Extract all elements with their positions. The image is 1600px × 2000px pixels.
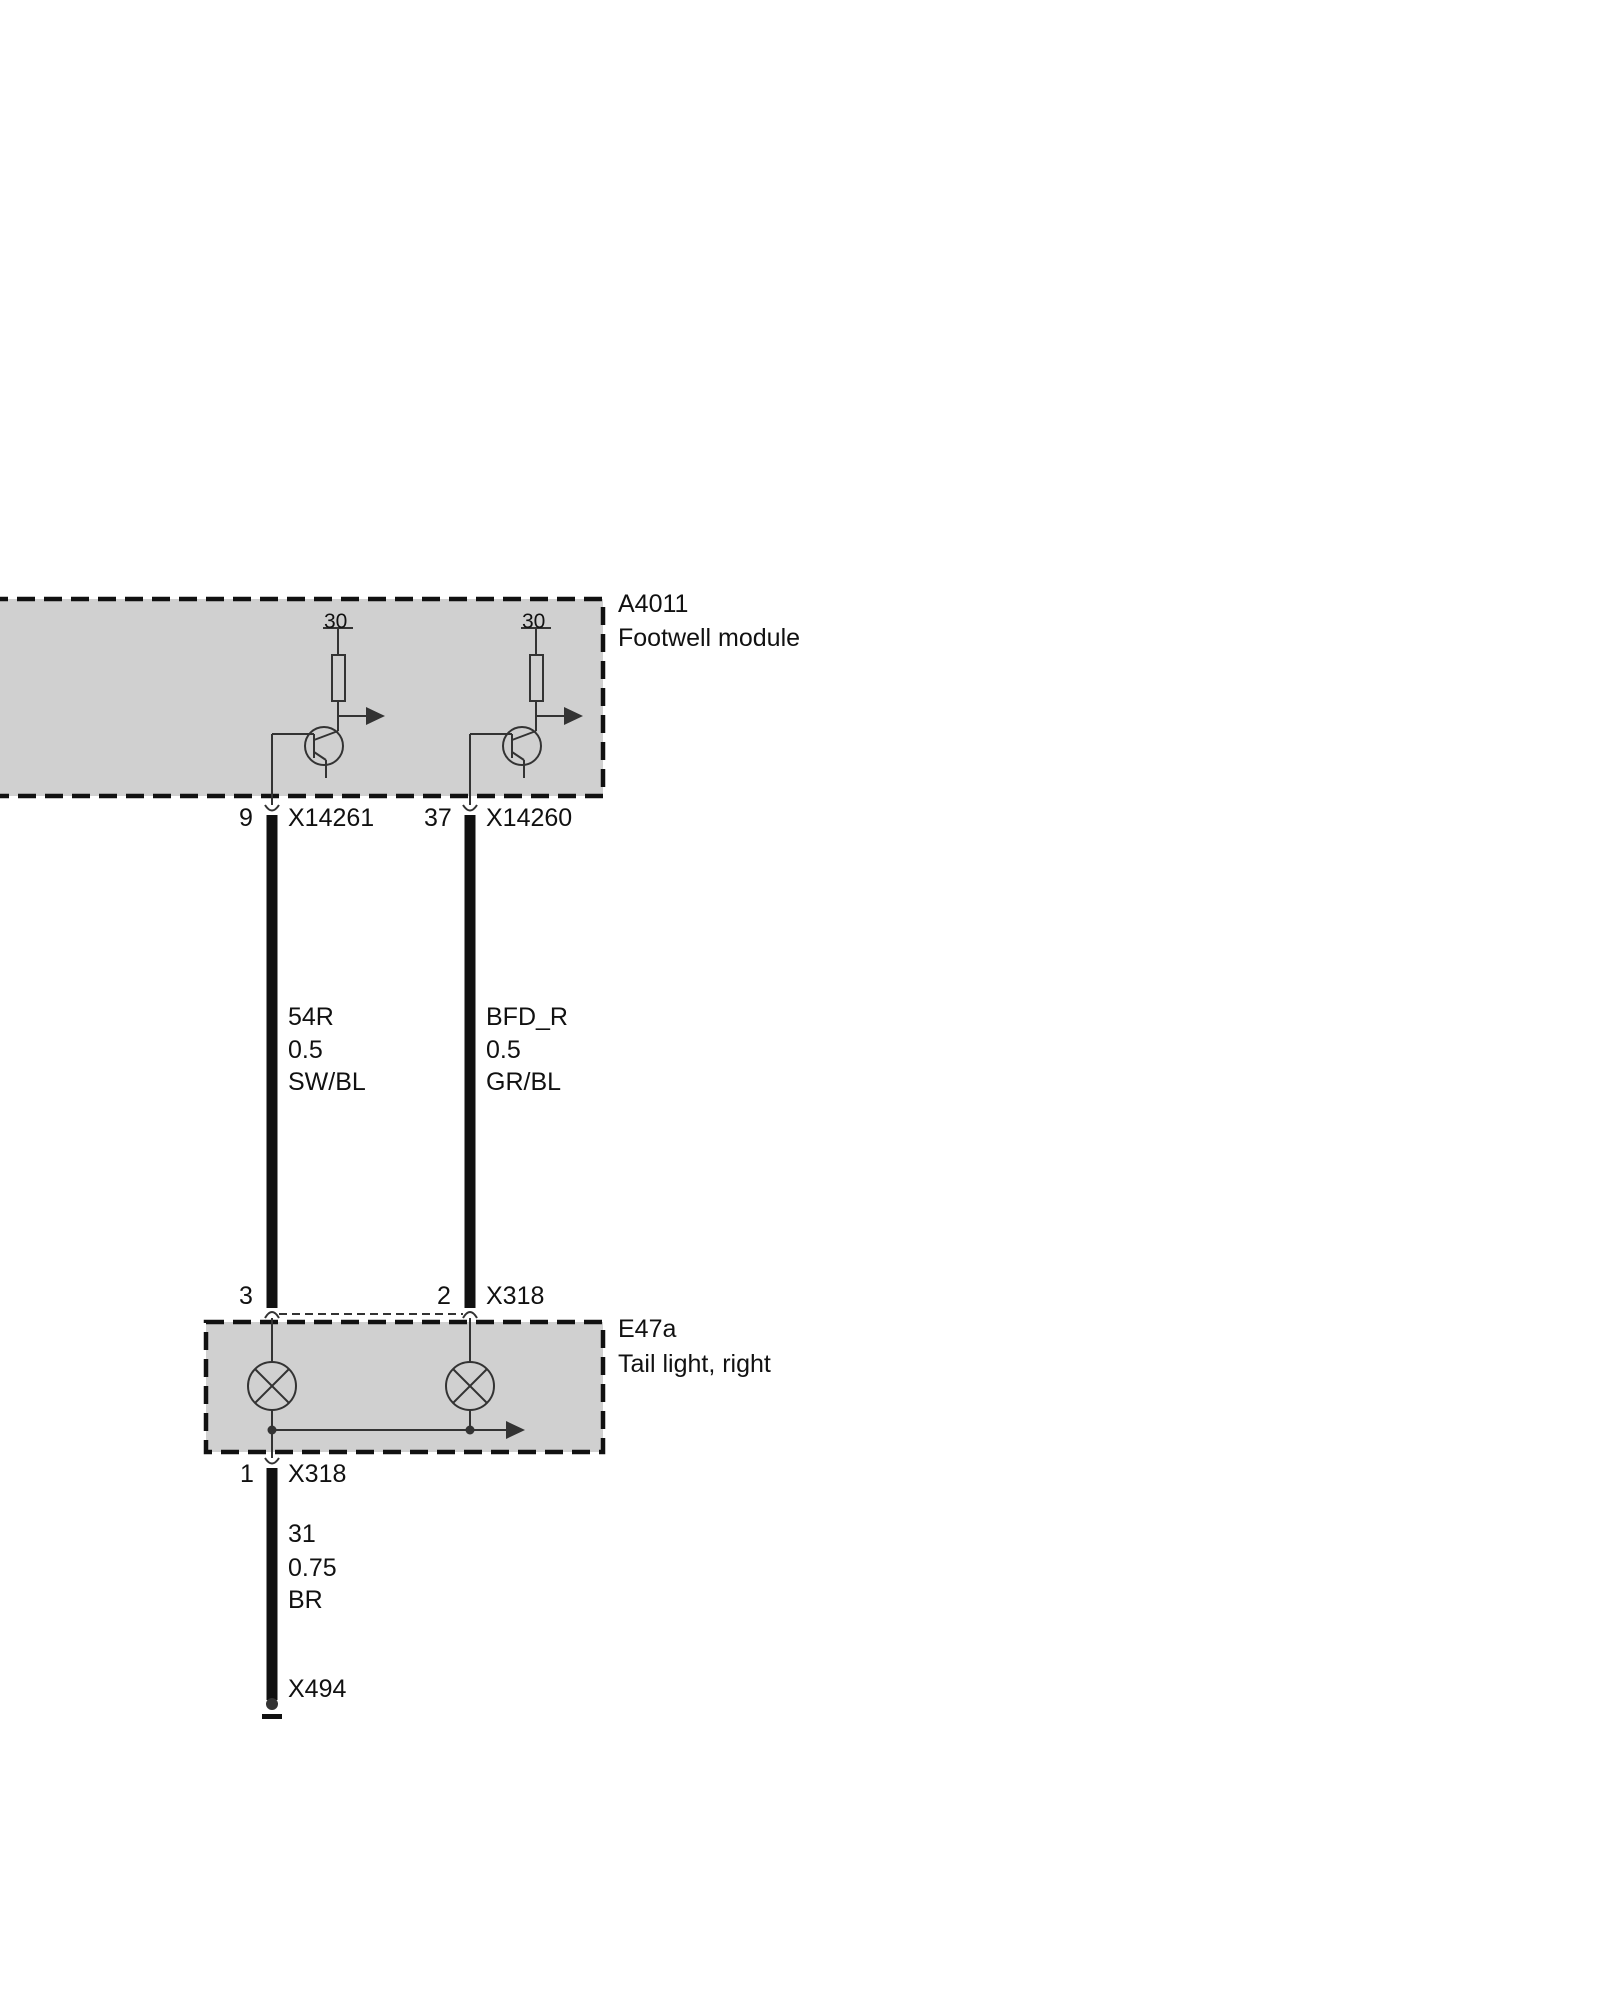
- pin-label-1: 1: [240, 1460, 254, 1488]
- pin-label-37: 37: [424, 804, 452, 832]
- wire-left-gauge: 0.5: [288, 1036, 323, 1064]
- ground-bus-arrow-icon: [506, 1421, 525, 1439]
- connector-hook-icon: [264, 1311, 280, 1319]
- ground-bar-icon: [262, 1714, 282, 1719]
- transistor-left-icon: [304, 726, 344, 766]
- tail-light-box: [203, 1319, 606, 1455]
- wire-ground-signal: 31: [288, 1520, 316, 1548]
- footwell-module-name: Footwell module: [618, 624, 800, 652]
- transistor-right-icon: [502, 726, 542, 766]
- transistor-emitter-left: [313, 751, 327, 761]
- wire-right-gauge: 0.5: [486, 1036, 521, 1064]
- ground-point: X494: [262, 1675, 346, 1719]
- tail-light-name: Tail light, right: [618, 1350, 771, 1378]
- footwell-driver-right: [469, 627, 583, 805]
- supply-label-right: 30: [522, 610, 545, 633]
- pin-label-2: 2: [437, 1282, 451, 1310]
- connector-label-x14260: X14260: [486, 804, 572, 832]
- pin-label-9: 9: [239, 804, 253, 832]
- connector-hook-icon: [264, 804, 280, 812]
- connector-hook-icon: [462, 1311, 478, 1319]
- wire-ground-gauge: 0.75: [288, 1554, 337, 1582]
- supply-label-left: 30: [324, 610, 347, 633]
- wire-left-color: SW/BL: [288, 1068, 366, 1096]
- transistor-collector-right: [511, 730, 537, 741]
- junction-dot: [267, 1425, 277, 1435]
- transistor-collector-left: [313, 730, 339, 741]
- footwell-driver-left: [271, 627, 385, 805]
- wire-ground-color: BR: [288, 1586, 323, 1614]
- pin-label-3: 3: [239, 1282, 253, 1310]
- lamp-right-cross-b: [452, 1368, 488, 1404]
- lamp-left-cross-b: [254, 1368, 290, 1404]
- tail-light-id: E47a: [618, 1315, 676, 1343]
- wire-right-color: GR/BL: [486, 1068, 561, 1096]
- ground-connector-label: X494: [288, 1675, 346, 1703]
- connector-label-x318-top: X318: [486, 1282, 544, 1310]
- connector-label-x14261: X14261: [288, 804, 374, 832]
- footwell-module-id: A4011: [618, 590, 688, 618]
- footwell-module-box: [0, 596, 606, 799]
- wire-right-signal: BFD_R: [486, 1003, 568, 1031]
- junction-dot: [465, 1425, 475, 1435]
- connector-label-x318-bottom: X318: [288, 1460, 346, 1488]
- wire-left-signal: 54R: [288, 1003, 334, 1031]
- ground-point-dot: [266, 1698, 278, 1710]
- transistor-emitter-right: [511, 751, 525, 761]
- output-arrow-icon: [564, 707, 583, 725]
- connector-hook-icon: [462, 804, 478, 812]
- output-arrow-icon: [366, 707, 385, 725]
- connector-hook-icon: [264, 1457, 280, 1465]
- footwell-module: 30 30 A4011 Footwell module: [0, 590, 800, 805]
- tail-light: E47a Tail light, right: [203, 1315, 771, 1458]
